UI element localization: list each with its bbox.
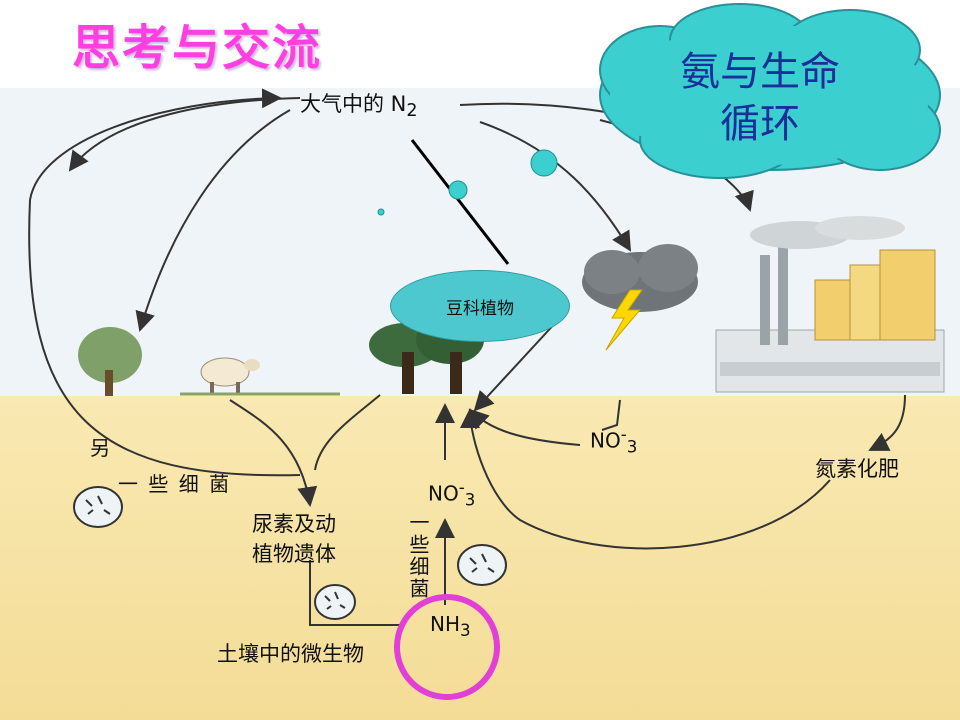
pointer-line: [410, 139, 510, 265]
bacteria-other-label-1: 另: [90, 436, 110, 460]
nitrate-right-label: NO-3: [590, 425, 638, 457]
bacteria-icon: [73, 486, 123, 528]
deco-circle: [377, 208, 385, 216]
cloud-title-line1: 氨与生命: [680, 49, 840, 95]
cloud-title-line2: 循环: [720, 101, 800, 147]
sheep-illustration: [180, 357, 340, 396]
storm-cloud-illustration: [582, 244, 698, 351]
shrub-illustration: [78, 327, 142, 396]
bacteria-vertical-label: 一些细菌: [406, 512, 430, 600]
nh3-label: NH3: [430, 612, 471, 640]
soil-microbes-label: 土壤中的微生物: [217, 642, 364, 666]
highlight-circle: [394, 594, 500, 700]
n2-label: 大气中的 N2: [300, 92, 418, 122]
legume-bubble-label: 豆科植物: [446, 298, 514, 319]
slide-title: 思考与交流: [72, 20, 323, 76]
topic-cloud: [599, 3, 941, 179]
urea-label-line1: 尿素及动: [252, 512, 336, 536]
nitrate-mid-label: NO-3: [428, 478, 476, 510]
bacteria-icon: [314, 584, 356, 620]
legume-bubble: 豆科植物: [390, 270, 570, 342]
deco-circle: [530, 149, 558, 177]
fertilizer-label: 氮素化肥: [815, 457, 899, 481]
bacteria-icon: [457, 544, 507, 586]
urea-label-line2: 植物遗体: [252, 542, 336, 566]
cloud-title: 氨与生命 循环: [640, 46, 880, 150]
bacteria-other-label-2: 一 些 细 菌: [118, 472, 232, 496]
deco-circle: [448, 180, 468, 200]
factory-illustration: [715, 216, 945, 393]
